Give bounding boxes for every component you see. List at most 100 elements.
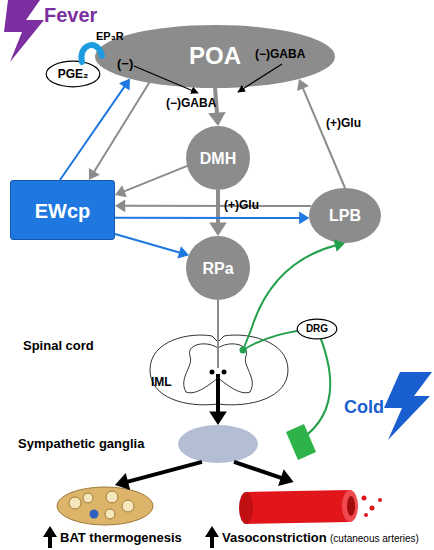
connector — [115, 212, 309, 225]
connector — [115, 462, 202, 490]
region-ellipse: POA(−)(−)GABA — [95, 25, 335, 88]
connector-line — [216, 190, 220, 224]
arrow-head — [208, 112, 226, 126]
node-label: PGE₂ — [45, 67, 101, 81]
mediator-ellipse: PGE₂ — [45, 60, 101, 88]
condition-label: Fever — [44, 3, 97, 27]
connector-line — [217, 300, 219, 330]
node-label: RPa — [186, 259, 250, 278]
arrow-head — [177, 246, 189, 258]
connector — [297, 79, 345, 188]
node-label: DMH — [186, 149, 250, 168]
increase-arrow — [48, 536, 52, 548]
arrow-head — [297, 79, 309, 91]
connector-line — [124, 205, 311, 207]
connector-line — [94, 82, 150, 173]
node-shape — [186, 236, 250, 300]
node-shape — [95, 25, 335, 88]
artery-illustration: Vasoconstriction(cutaneous arteries) — [200, 482, 434, 550]
bat-cell — [57, 487, 153, 525]
node-label: EWcp — [11, 199, 114, 223]
signal-label: (+)Glu — [224, 198, 259, 212]
lipid-droplet — [83, 493, 93, 503]
node-shape — [178, 425, 258, 463]
arrow-head — [209, 223, 227, 236]
dorsal-horn-dot — [240, 347, 247, 354]
condition-label: Cold — [344, 396, 384, 418]
fever-bolt — [4, 0, 44, 62]
iml-output-line — [216, 374, 220, 408]
blood-cell — [362, 496, 367, 501]
afferent-fiber — [243, 330, 251, 350]
node-shape — [309, 188, 381, 243]
connector-line — [251, 245, 336, 330]
node-label: DRG — [296, 323, 338, 335]
lipid-droplet — [106, 491, 118, 503]
connector-line — [216, 408, 220, 413]
iml-dot — [210, 370, 215, 375]
node-label: (−)GABA — [255, 47, 305, 61]
arrow-head — [89, 168, 100, 180]
connector — [209, 408, 227, 425]
increase-arrow — [205, 526, 219, 537]
connector — [60, 79, 130, 180]
connector-line — [115, 217, 300, 219]
connector — [251, 239, 345, 330]
connector — [115, 199, 311, 212]
connector-line — [127, 462, 202, 482]
node-label: Spinal cord — [23, 338, 94, 354]
lipid-droplet — [69, 497, 81, 509]
arrow-head — [278, 469, 294, 486]
arrow-head — [115, 185, 127, 197]
increase-arrow — [43, 526, 57, 537]
connector — [115, 234, 189, 259]
ganglion-ellipse: DRG — [296, 318, 338, 340]
node-label: BAT thermogenesis — [60, 530, 182, 546]
spinal-cord-outline — [150, 335, 288, 405]
node-label: (cutaneous arteries) — [330, 533, 419, 545]
lipid-droplet — [122, 500, 134, 512]
signal-label: (+)Glu — [326, 116, 361, 130]
blood-cell — [378, 498, 382, 502]
connector-line — [60, 86, 125, 180]
connector-line — [234, 462, 282, 478]
rpa-projection-line — [217, 330, 219, 368]
arrow-head — [119, 79, 130, 91]
artery — [246, 490, 350, 524]
ganglia-ellipse: Sympathetic ganglia — [178, 425, 258, 463]
gray-matter-outline — [184, 344, 253, 393]
arrow-head — [115, 473, 130, 490]
connector — [234, 462, 294, 486]
cold-bolt — [384, 372, 432, 440]
signal-label: (−)GABA — [166, 96, 216, 110]
arrow-head — [334, 239, 345, 251]
connector-line — [124, 166, 188, 192]
spinal-cord-region: Spinal cordIML — [143, 330, 293, 408]
node-label: IML — [151, 375, 172, 389]
artery-lumen — [347, 496, 355, 516]
nucleus — [90, 510, 99, 519]
iml-dot — [222, 370, 227, 375]
connector — [115, 166, 188, 197]
node-label: LPB — [309, 206, 381, 225]
node-label: Sympathetic ganglia — [18, 436, 144, 452]
connector — [209, 190, 227, 236]
afferent-fiber — [300, 329, 330, 440]
connector-line — [303, 87, 345, 188]
nucleus-circle: DMH — [186, 126, 250, 190]
bat-illustration: BAT thermogenesis — [40, 485, 165, 550]
lipid-droplet — [105, 509, 115, 519]
blood-cell — [370, 506, 375, 511]
node-label: (−) — [117, 56, 133, 72]
artery-end — [239, 492, 253, 524]
node-outline — [178, 425, 258, 463]
arrow-head — [115, 199, 125, 212]
nucleus-ellipse: LPB — [309, 188, 381, 243]
node-label: Vasoconstriction — [222, 530, 327, 546]
artery-lumen — [342, 490, 358, 522]
blood-cell — [364, 513, 368, 517]
receptor-label: EP₃R — [96, 30, 124, 43]
cold-receptor — [286, 424, 316, 460]
connector — [218, 300, 219, 330]
connector-line — [115, 234, 180, 253]
